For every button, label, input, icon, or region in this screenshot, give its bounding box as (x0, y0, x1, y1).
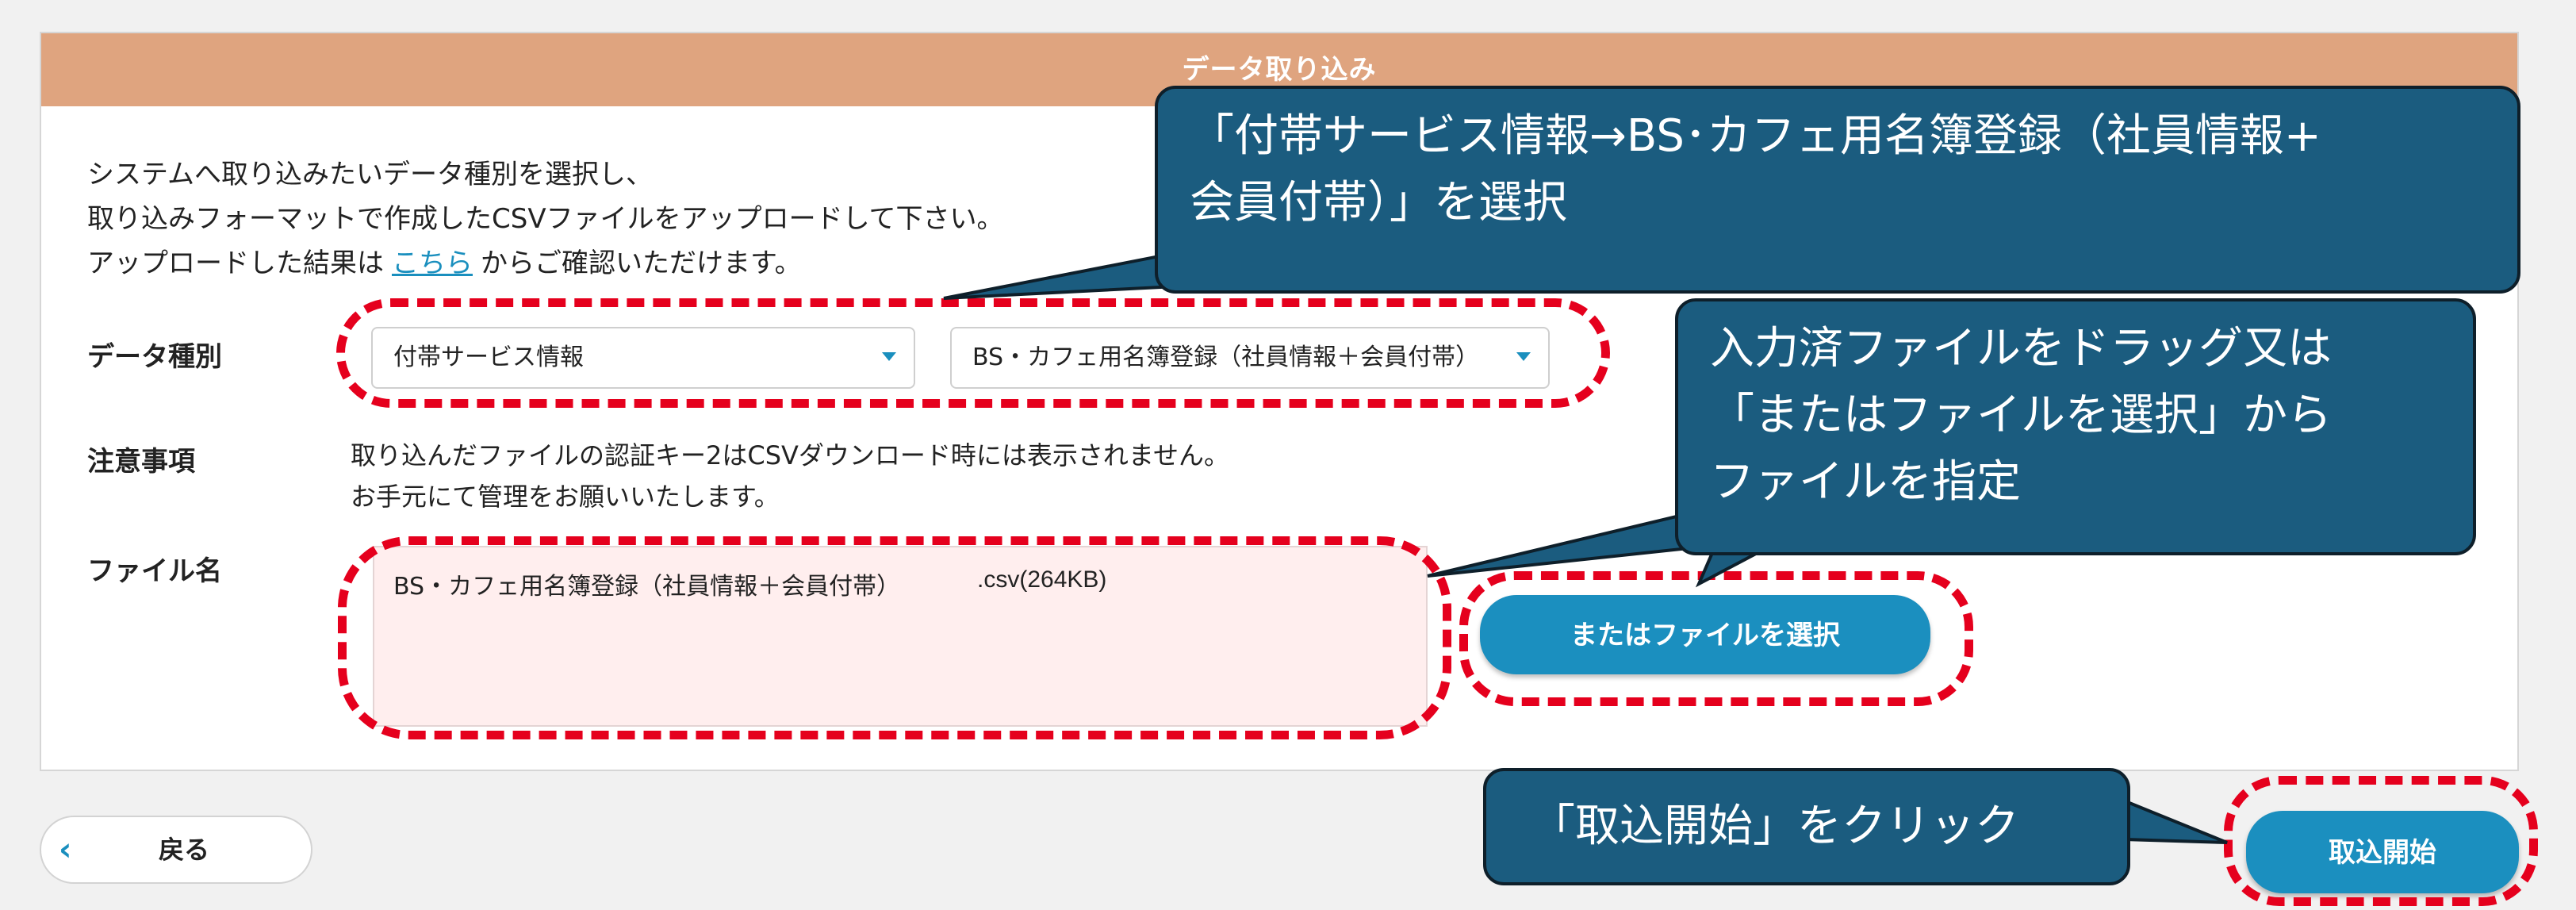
highlight-file-drop (338, 536, 1451, 739)
select-file-button[interactable]: またはファイルを選択 (1480, 595, 1930, 674)
chevron-left-icon: ‹ (59, 831, 72, 868)
selected-file-size: .csv(264KB) (977, 566, 1107, 593)
selected-file-name: BS・カフェ用名簿登録（社員情報＋会員付帯） (393, 573, 901, 601)
back-button[interactable]: ‹ 戻る (40, 816, 312, 884)
callout-select-data-type: 「付帯サービス情報→BS･カフェ用名簿登録（社員情報+ 会員付帯）」を選択 (1155, 86, 2520, 294)
instruction-line-1: システムへ取り込みたいデータ種別を選択し、 (87, 159, 653, 190)
file-drop-zone[interactable]: BS・カフェ用名簿登録（社員情報＋会員付帯） .csv(264KB) (373, 546, 1428, 727)
notes-line-2: お手元にて管理をお願いいたします。 (351, 482, 780, 512)
caret-down-icon (882, 352, 896, 361)
callout-click-start: 「取込開始」をクリック (1483, 768, 2130, 885)
instruction-line-3-prefix: アップロードした結果は (87, 248, 384, 279)
data-type-category-select[interactable]: 付帯サービス情報 (371, 327, 915, 389)
instruction-line-2: 取り込みフォーマットで作成したCSVファイルをアップロードして下さい。 (87, 203, 1004, 235)
data-type-detail-select[interactable]: BS・カフェ用名簿登録（社員情報＋会員付帯） (950, 327, 1550, 389)
highlight-select-file (1459, 571, 1973, 706)
start-import-button[interactable]: 取込開始 (2246, 811, 2519, 893)
notes-text: 取り込んだファイルの認証キー2はCSVダウンロード時には表示されません。 お手元… (351, 435, 1229, 517)
caret-down-icon (1516, 352, 1531, 361)
results-link[interactable]: こちら (392, 248, 473, 279)
instruction-line-3-suffix: からご確認いただけます。 (481, 248, 802, 279)
data-type-label: データ種別 (87, 341, 222, 373)
data-type-detail-value: BS・カフェ用名簿登録（社員情報＋会員付帯） (972, 344, 1480, 371)
back-button-label: 戻る (159, 835, 210, 865)
notes-line-1: 取り込んだファイルの認証キー2はCSVダウンロード時には表示されません。 (351, 440, 1229, 470)
data-type-category-value: 付帯サービス情報 (393, 344, 584, 371)
file-name-label: ファイル名 (87, 555, 222, 587)
callout-choose-file: 入力済ファイルをドラッグ又は 「またはファイルを選択」から ファイルを指定 (1675, 298, 2476, 555)
instructions: システムへ取り込みたいデータ種別を選択し、 取り込みフォーマットで作成したCSV… (87, 152, 1004, 286)
highlight-data-type (336, 298, 1610, 408)
highlight-start-button (2224, 776, 2538, 906)
instruction-line-3: アップロードした結果はこちらからご確認いただけます。 (87, 241, 1004, 286)
notes-label: 注意事項 (87, 446, 195, 478)
